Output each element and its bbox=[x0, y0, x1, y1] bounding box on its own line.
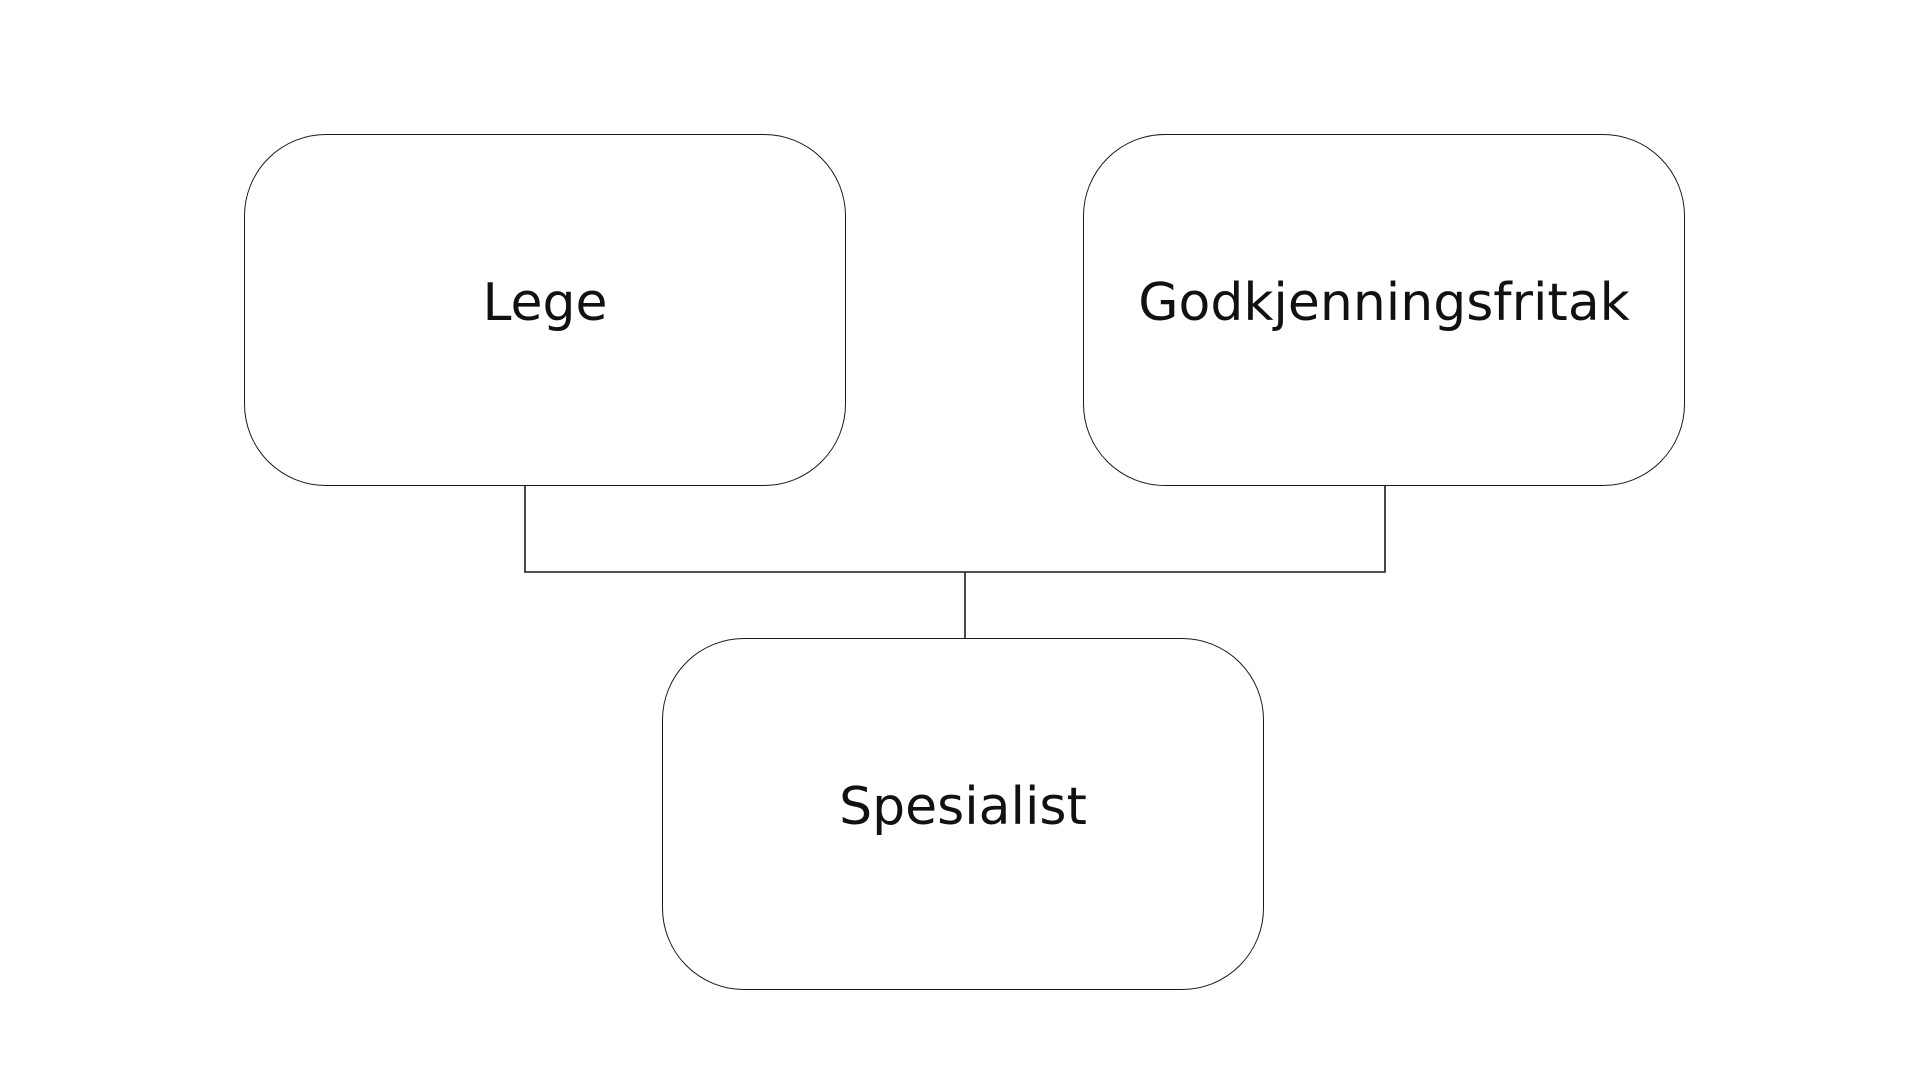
node-lege: Lege bbox=[244, 134, 846, 486]
node-spesialist-label: Spesialist bbox=[839, 777, 1087, 837]
node-lege-label: Lege bbox=[482, 273, 608, 333]
node-godkjenningsfritak-label: Godkjenningsfritak bbox=[1138, 273, 1630, 333]
connector-lege bbox=[524, 486, 965, 573]
connector-godkjenningsfritak bbox=[965, 486, 1386, 573]
node-godkjenningsfritak: Godkjenningsfritak bbox=[1083, 134, 1685, 486]
node-spesialist: Spesialist bbox=[662, 638, 1264, 990]
